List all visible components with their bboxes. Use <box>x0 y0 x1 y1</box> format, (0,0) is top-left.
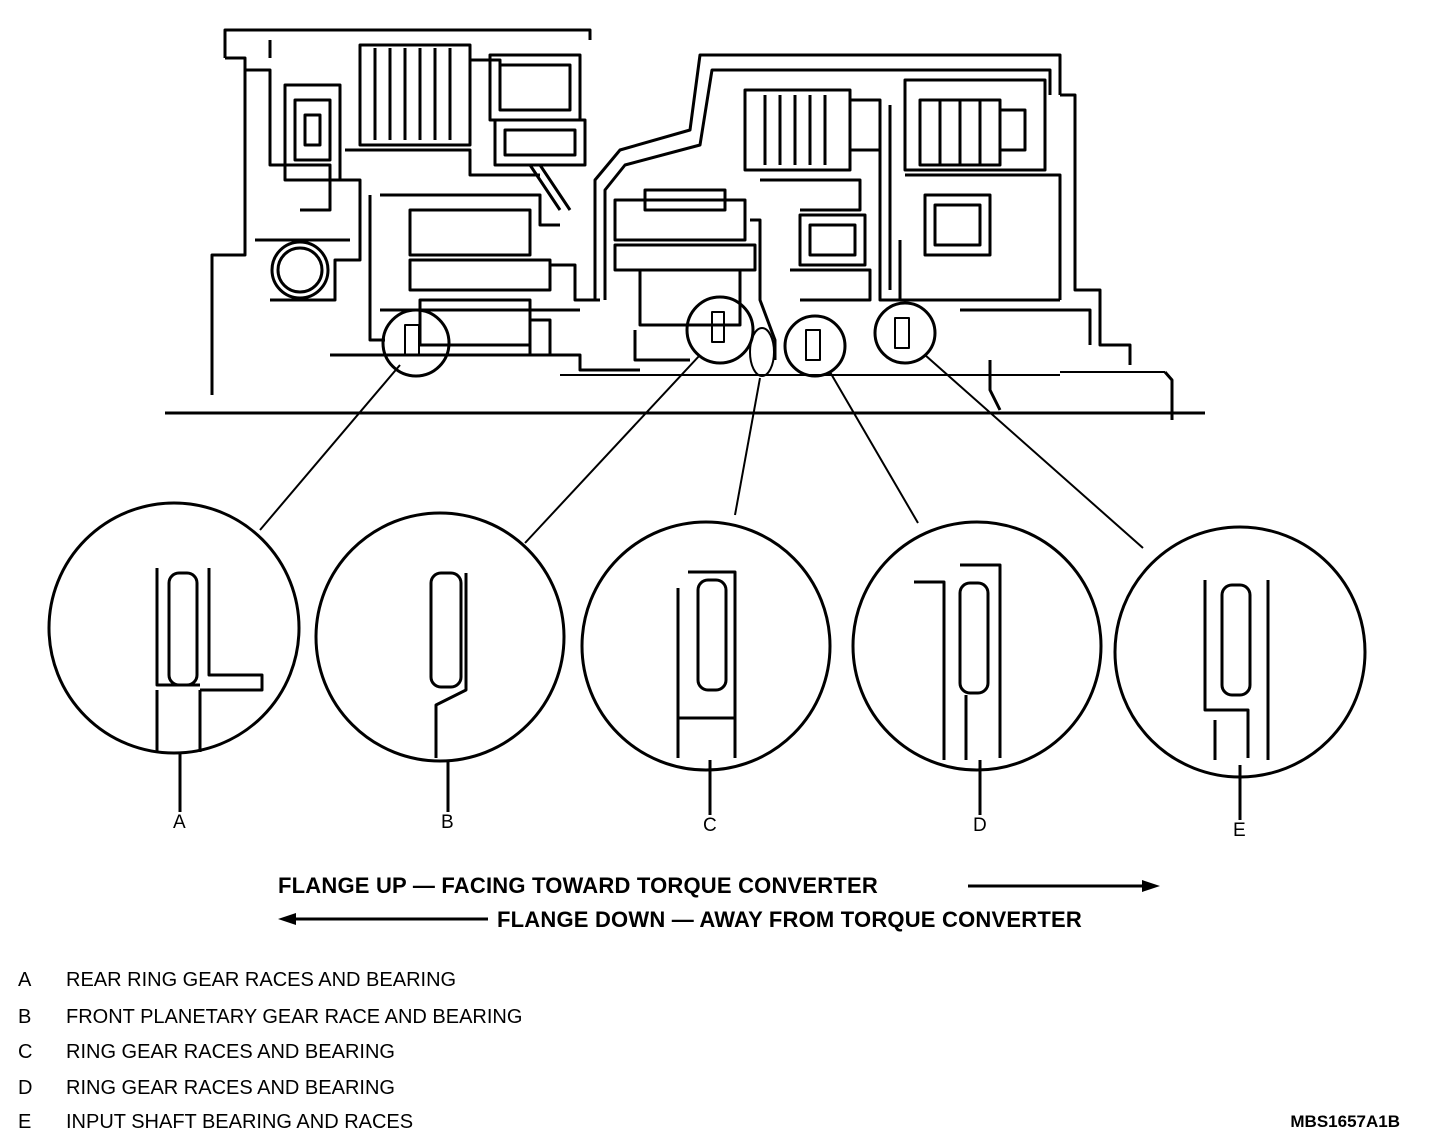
legend-row: C RING GEAR RACES AND BEARING <box>18 1041 395 1064</box>
legend-row: B FRONT PLANETARY GEAR RACE AND BEARING <box>18 1006 522 1029</box>
detail-e <box>1113 525 1367 820</box>
legend-text: FRONT PLANETARY GEAR RACE AND BEARING <box>66 1006 523 1028</box>
legend-text: INPUT SHAFT BEARING AND RACES <box>66 1111 414 1133</box>
detail-b <box>314 511 566 812</box>
figure-code: MBS1657A1B <box>1290 1112 1400 1131</box>
callout-b-label: B <box>441 812 454 833</box>
detail-a <box>47 501 301 812</box>
detail-d <box>851 520 1103 815</box>
legend-key: C <box>18 1041 33 1063</box>
flange-down-arrow <box>278 913 488 925</box>
legend-text: REAR RING GEAR RACES AND BEARING <box>66 969 457 991</box>
legend-key: A <box>18 969 32 991</box>
callout-d-label: D <box>973 815 987 836</box>
detail-c <box>580 520 832 815</box>
legend-text: RING GEAR RACES AND BEARING <box>66 1041 395 1063</box>
legend-row: A REAR RING GEAR RACES AND BEARING <box>18 969 456 992</box>
callout-a-label: A <box>173 812 186 833</box>
legend-text: RING GEAR RACES AND BEARING <box>66 1077 395 1099</box>
legend-row: E INPUT SHAFT BEARING AND RACES <box>18 1111 413 1134</box>
legend-row: D RING GEAR RACES AND BEARING <box>18 1077 395 1100</box>
legend-key: D <box>18 1077 33 1099</box>
legend-key: E <box>18 1111 32 1133</box>
callout-c-label: C <box>703 815 717 836</box>
callout-e-label: E <box>1233 820 1246 841</box>
transmission-cross-section <box>165 28 1205 549</box>
flange-down-text: FLANGE DOWN — AWAY FROM TORQUE CONVERTER <box>497 907 1082 932</box>
flange-up-arrow <box>968 880 1160 892</box>
flange-up-text: FLANGE UP — FACING TOWARD TORQUE CONVERT… <box>278 873 878 898</box>
legend-key: B <box>18 1006 32 1028</box>
